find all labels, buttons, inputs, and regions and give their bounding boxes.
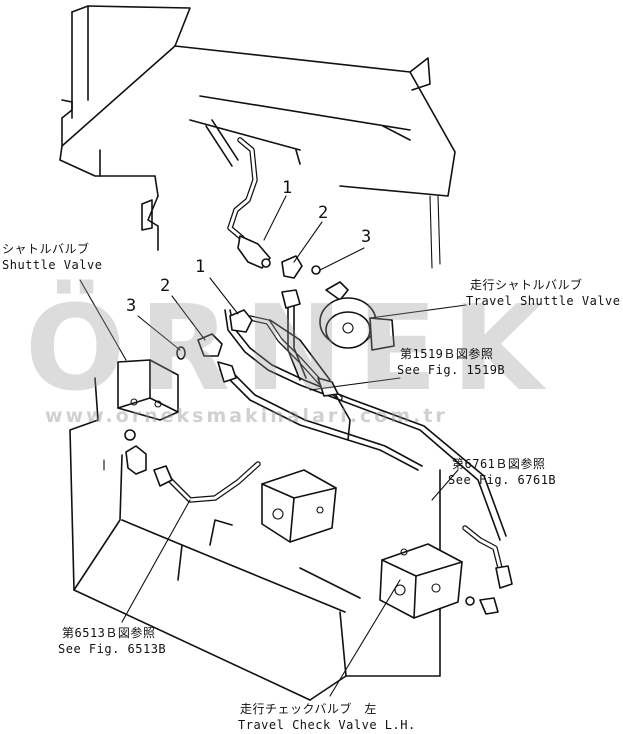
shuttle-valve-block bbox=[117, 359, 179, 421]
label-fig1519-jp: 第1519Ｂ図参照 bbox=[400, 347, 494, 361]
callout-right-2: 2 bbox=[318, 203, 329, 223]
upper-frame bbox=[59, 5, 456, 269]
callout-right-1: 1 bbox=[282, 178, 293, 198]
travel-check-valve-block bbox=[379, 543, 463, 619]
label-check-valve-en: Travel Check Valve L.H. bbox=[238, 718, 416, 732]
label-travel-shuttle-valve-jp: 走行シャトルバルブ bbox=[470, 278, 583, 292]
label-fig6761-en: See Fig. 6761B bbox=[448, 473, 557, 487]
lower-frame bbox=[69, 377, 441, 701]
label-fig6513-en: See Fig. 6513B bbox=[58, 642, 167, 656]
callout-left-2: 2 bbox=[160, 276, 171, 296]
label-fig1519-en: See Fig. 1519B bbox=[397, 363, 506, 377]
travel-shuttle-valve bbox=[319, 297, 395, 351]
label-fig6761-jp: 第6761Ｂ図参照 bbox=[452, 457, 546, 471]
callout-left-1: 1 bbox=[195, 257, 206, 277]
center-block bbox=[261, 469, 337, 543]
pipework bbox=[165, 119, 507, 571]
label-check-valve-jp: 走行チェックバルブ 左 bbox=[240, 702, 377, 716]
label-travel-shuttle-valve-en: Travel Shuttle Valve bbox=[466, 294, 621, 308]
callout-right-3: 3 bbox=[361, 227, 372, 247]
callout-left-3: 3 bbox=[126, 296, 137, 316]
leader-lines bbox=[79, 195, 467, 697]
label-fig6513-jp: 第6513Ｂ図参照 bbox=[62, 626, 156, 640]
label-shuttle-valve-en: Shuttle Valve bbox=[2, 258, 103, 272]
label-shuttle-valve-jp: シャトルバルブ bbox=[2, 242, 90, 256]
